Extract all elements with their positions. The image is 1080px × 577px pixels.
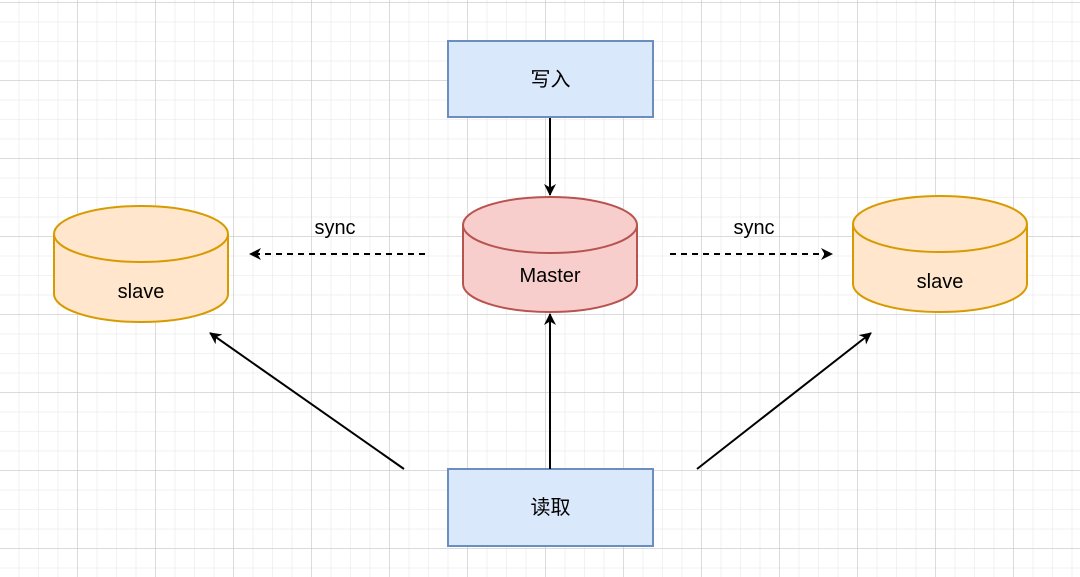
sync-left-label: sync	[314, 217, 355, 239]
slave-right-cylinder-top	[852, 195, 1028, 253]
master-label: Master	[519, 265, 580, 287]
master-cylinder-top	[462, 196, 638, 254]
read-box	[447, 468, 654, 547]
master-node: Master	[462, 196, 638, 313]
slave-right-label: slave	[917, 271, 964, 293]
read-to-slave-left-arrow	[209, 332, 405, 470]
write-node: 写入	[447, 40, 654, 118]
read-label: 读取	[531, 495, 571, 519]
slave-left-node: slave	[53, 205, 229, 323]
slave-right-node: slave	[852, 195, 1028, 313]
read-to-slave-right-arrow	[696, 332, 872, 470]
slave-left-label: slave	[118, 281, 165, 303]
read-node: 读取	[447, 468, 654, 547]
slave-left-cylinder-top	[53, 205, 229, 263]
write-label: 写入	[531, 67, 571, 91]
write-box	[447, 40, 654, 118]
sync-right-label: sync	[733, 217, 774, 239]
